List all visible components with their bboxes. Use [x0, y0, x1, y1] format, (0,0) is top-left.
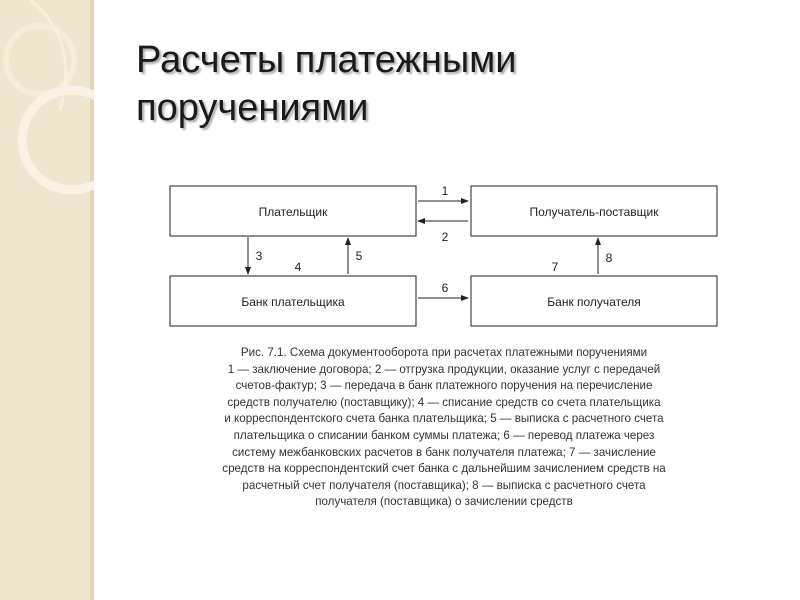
- figure-caption: Рис. 7.1. Схема документооборота при рас…: [160, 345, 728, 511]
- edge-label-2: 2: [442, 230, 449, 244]
- payer-bank-label: Банк плательщика: [241, 295, 345, 309]
- recipient-bank-label: Банк получателя: [547, 295, 640, 309]
- recipient-box: [470, 185, 718, 237]
- caption-line: средств на корреспондентский счет банка …: [222, 462, 666, 476]
- caption-line: систему межбанковских расчетов в банк по…: [232, 445, 656, 459]
- recipient-label: Получатель-поставщик: [530, 205, 660, 219]
- recipient-bank-box: [470, 275, 718, 327]
- decorative-circles: [3, 0, 94, 195]
- caption-line: Рис. 7.1. Схема документооборота при рас…: [240, 346, 648, 359]
- caption-line: счетов-фактур; 3 — передача в банк плате…: [235, 379, 653, 393]
- edge-label-3: 3: [256, 249, 263, 263]
- title-line-1: Расчеты платежными: [136, 39, 517, 81]
- edge-label-8: 8: [606, 251, 613, 265]
- caption-line: получателя (поставщика) о зачислении сре…: [315, 495, 573, 509]
- payer-label: Плательщик: [259, 205, 329, 219]
- caption-line: 1 — заключение договора; 2 — отгрузка пр…: [227, 362, 661, 376]
- caption-line: расчетный счет получателя (поставщика); …: [242, 478, 646, 492]
- edge-label-6: 6: [442, 281, 449, 295]
- side-divider: [90, 0, 94, 600]
- caption-line: плательщика о списании банком суммы плат…: [233, 428, 655, 442]
- edge-label-4: 4: [295, 260, 302, 274]
- title-line-2: поручениями: [136, 87, 369, 129]
- edge-label-1: 1: [442, 184, 449, 198]
- payer-box: [169, 185, 417, 237]
- payer-bank-box: [169, 275, 417, 327]
- slide-title: Расчеты платежными поручениями: [136, 36, 736, 132]
- payment-flow-diagram: Плательщик Получатель-поставщик Банк пла…: [169, 184, 718, 327]
- edge-label-7: 7: [552, 260, 559, 274]
- edge-label-5: 5: [356, 249, 363, 263]
- caption-line: средств получателю (поставщику); 4 — спи…: [227, 395, 661, 409]
- caption-line: и корреспондентского счета банка платель…: [224, 412, 664, 426]
